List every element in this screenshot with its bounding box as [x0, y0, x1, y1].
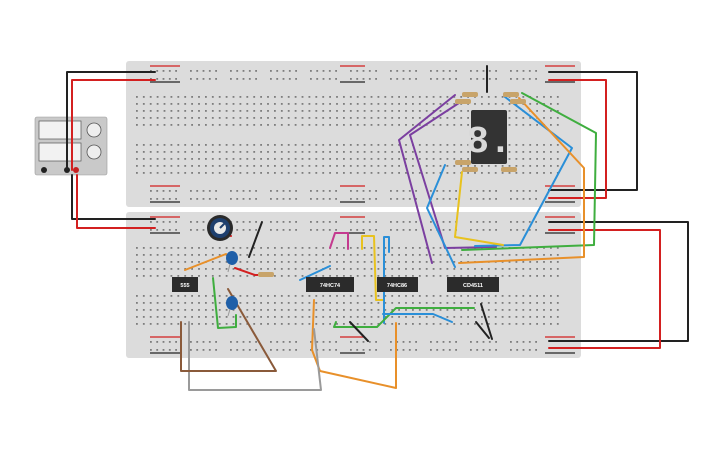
- capacitor[interactable]: [226, 251, 238, 273]
- chip-cd4511[interactable]: CD4511: [447, 277, 499, 292]
- wire-red-right-top[interactable]: [548, 79, 607, 199]
- wire-black-1[interactable]: [248, 221, 263, 258]
- resistor: [510, 99, 526, 104]
- wire-black-right-top[interactable]: [548, 71, 638, 191]
- resistor: [462, 167, 478, 172]
- wire-yellow-1[interactable]: [454, 171, 504, 246]
- ground-terminal[interactable]: [41, 167, 47, 173]
- resistor: [462, 92, 478, 97]
- chip-label: 74HC74: [320, 283, 341, 289]
- wire-red-res[interactable]: [234, 267, 259, 276]
- wire-green-1[interactable]: [461, 92, 597, 251]
- wire-green-2[interactable]: [333, 307, 475, 328]
- potentiometer[interactable]: [207, 215, 233, 241]
- positive-terminal[interactable]: [73, 167, 79, 173]
- current-knob[interactable]: [86, 144, 102, 160]
- wire-black-5[interactable]: [480, 303, 493, 340]
- chip-label: 555: [180, 283, 189, 289]
- resistor: [258, 272, 274, 277]
- wire-orange-3[interactable]: [184, 253, 227, 271]
- wires: [66, 65, 689, 391]
- voltage-knob[interactable]: [86, 122, 102, 138]
- seven-segment-display[interactable]: 8.: [466, 110, 512, 164]
- chip-74hc86[interactable]: 74HC86: [377, 277, 418, 292]
- capacitor[interactable]: [226, 296, 238, 317]
- resistor: [455, 160, 471, 165]
- wire-blue-1[interactable]: [474, 96, 573, 247]
- chip-label: 74HC86: [387, 283, 407, 289]
- wire-blue-5[interactable]: [299, 265, 331, 281]
- resistor: [455, 99, 471, 104]
- wire-black-2[interactable]: [349, 321, 369, 342]
- wire-black-top[interactable]: [66, 71, 156, 171]
- chip-label: CD4511: [463, 283, 483, 289]
- wire-blue-2[interactable]: [426, 164, 456, 268]
- display-digit: 8.: [466, 121, 512, 164]
- wire-brown-1[interactable]: [180, 288, 277, 372]
- wire-orange-2[interactable]: [311, 299, 397, 389]
- chip-74hc74[interactable]: 74HC74: [306, 277, 354, 292]
- wire-red-psu-bottom[interactable]: [76, 174, 156, 229]
- wire-red-top[interactable]: [71, 79, 156, 171]
- wire-magenta-1[interactable]: [329, 232, 349, 250]
- power-rails: [150, 65, 575, 354]
- chip-555[interactable]: 555: [172, 277, 198, 292]
- breadboard-holes[interactable]: [136, 70, 559, 351]
- wire-black-right-bottom[interactable]: [548, 221, 689, 342]
- wire-orange-1[interactable]: [458, 97, 585, 264]
- resistor: [501, 167, 517, 172]
- wire-blue-4[interactable]: [382, 313, 453, 323]
- wire-red-right-bottom[interactable]: [548, 229, 661, 349]
- wire-black-psu-bottom[interactable]: [71, 174, 156, 220]
- wire-green-3[interactable]: [212, 277, 237, 329]
- resistors[interactable]: [258, 92, 526, 277]
- wire-purple-1[interactable]: [398, 94, 456, 264]
- wire-gray-1[interactable]: [188, 321, 322, 391]
- wire-purple-2[interactable]: [409, 100, 497, 249]
- breadboard-top: [126, 61, 581, 207]
- wire-black-3[interactable]: [475, 321, 490, 339]
- resistor: [503, 92, 519, 97]
